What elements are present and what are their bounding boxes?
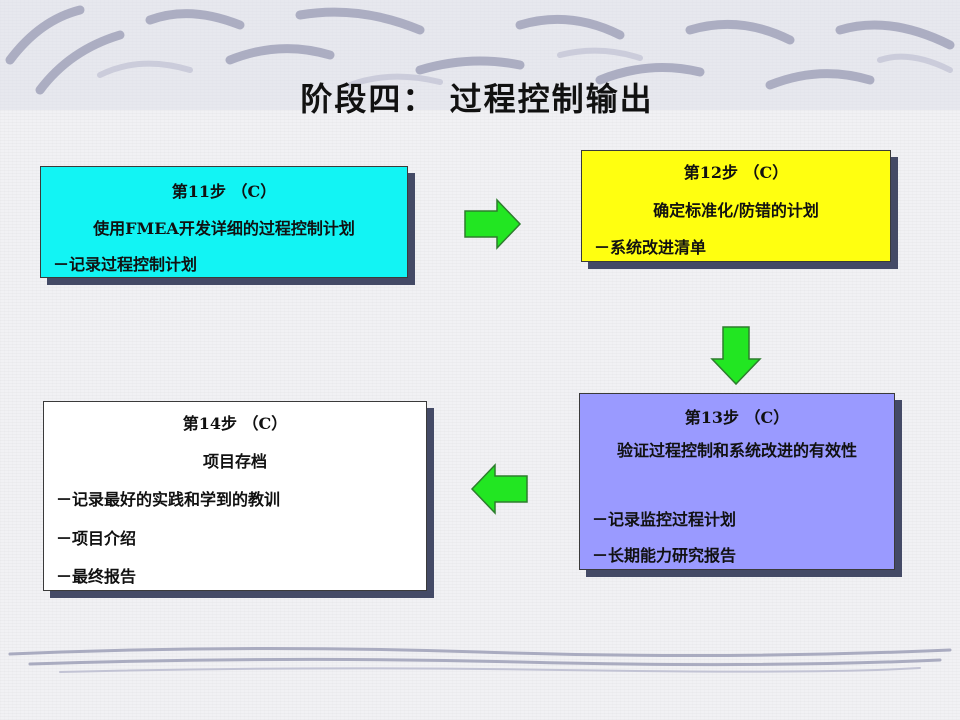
slide-title: 阶段四： 过程控制输出 (300, 80, 654, 118)
step-14-item-1: －记录最好的实践和学到的教训 (56, 490, 281, 509)
step-11-description: 使用FMEA开发详细的过程控制计划 (93, 219, 355, 238)
step-13-item-2: －长期能力研究报告 (592, 546, 737, 565)
step-13-description: 验证过程控制和系统改进的有效性 (616, 441, 857, 460)
arrow-right-icon (464, 198, 522, 250)
step-13-item-1: －记录监控过程计划 (592, 510, 737, 529)
arrow-down-icon (710, 326, 762, 386)
step-11-item: －记录过程控制计划 (53, 255, 198, 274)
step-12-description: 确定标准化/防错的计划 (653, 201, 819, 220)
step-12-item: －系统改进清单 (594, 238, 707, 257)
top-decoration (0, 0, 960, 110)
step-14-item-2: －项目介绍 (56, 529, 137, 548)
step-13-box: 第13步 （C） 验证过程控制和系统改进的有效性 －记录监控过程计划 －长期能力… (579, 393, 895, 570)
step-14-item-3: －最终报告 (56, 567, 137, 586)
bottom-decoration (8, 646, 952, 673)
step-12-heading: 第12步 （C） (683, 163, 789, 182)
step-14-box: 第14步 （C） 项目存档 －记录最好的实践和学到的教训 －项目介绍 －最终报告 (43, 401, 427, 591)
step-14-heading: 第14步 （C） (182, 414, 288, 433)
step-12-box: 第12步 （C） 确定标准化/防错的计划 －系统改进清单 (581, 150, 891, 262)
arrow-left-icon (470, 463, 528, 515)
step-11-heading: 第11步 （C） (171, 182, 277, 201)
step-14-description: 项目存档 (202, 452, 267, 471)
step-13-heading: 第13步 （C） (684, 408, 790, 427)
step-11-box: 第11步 （C） 使用FMEA开发详细的过程控制计划 －记录过程控制计划 (40, 166, 408, 278)
